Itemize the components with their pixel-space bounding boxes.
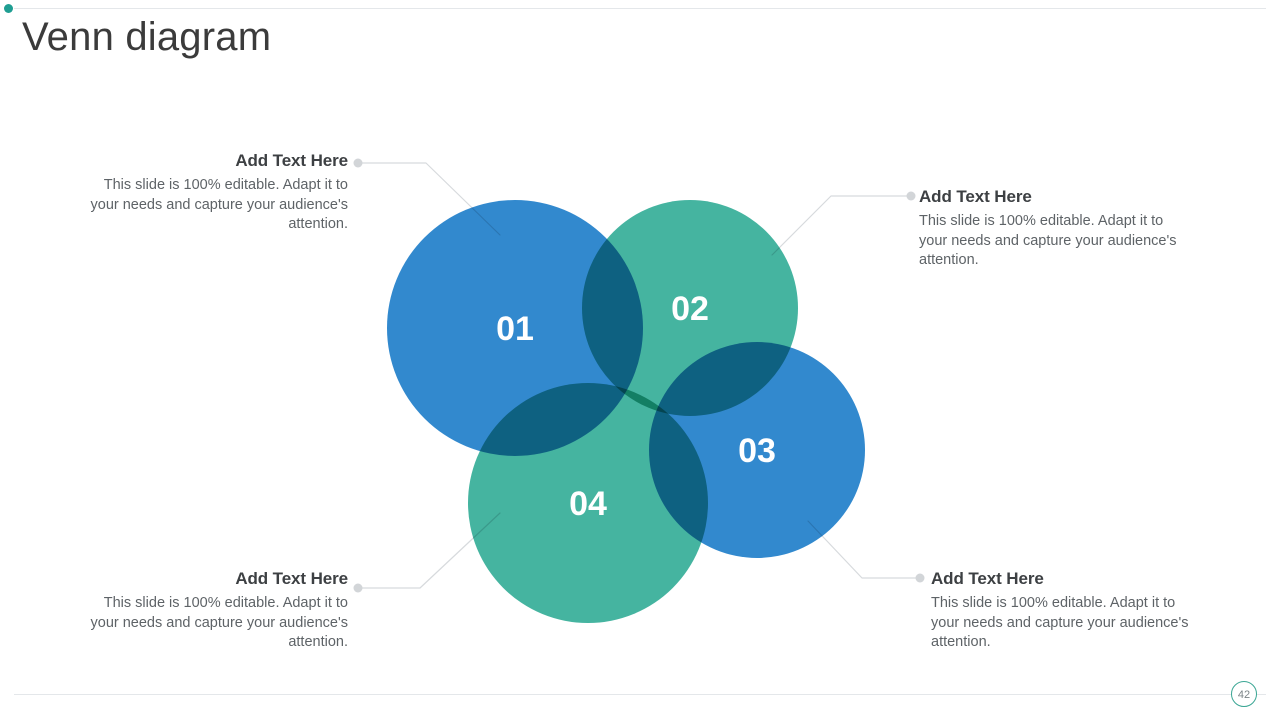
page-title: Venn diagram — [22, 15, 272, 59]
venn-circle-04[interactable] — [468, 383, 708, 623]
connector-dot-bottom-right — [915, 573, 925, 583]
accent-dot-icon — [4, 4, 13, 13]
venn-label-04: 04 — [569, 485, 607, 523]
callout-title: Add Text Here — [235, 569, 348, 588]
page-number-badge: 42 — [1231, 681, 1257, 707]
venn-circle-group — [387, 200, 865, 623]
callout-title: Add Text Here — [919, 187, 1032, 206]
connector-dot-top-left — [353, 158, 363, 168]
connector-line-top-right — [771, 195, 912, 256]
venn-label-02: 02 — [671, 290, 709, 328]
callout-title: Add Text Here — [235, 151, 348, 170]
connector-dot-top-right — [906, 191, 916, 201]
venn-labels: 01 02 03 04 — [496, 290, 776, 523]
callout-top-left[interactable]: Add Text Here This slide is 100% editabl… — [78, 150, 349, 235]
callout-top-right[interactable]: Add Text Here This slide is 100% editabl… — [919, 186, 1189, 271]
venn-label-01: 01 — [496, 310, 534, 348]
connector-dot-bottom-left — [353, 583, 363, 593]
venn-label-03: 03 — [738, 432, 776, 470]
callout-title: Add Text Here — [931, 569, 1044, 588]
bottom-divider — [14, 694, 1266, 695]
callout-body: This slide is 100% editable. Adapt it to… — [90, 595, 349, 650]
callout-bottom-right[interactable]: Add Text Here This slide is 100% editabl… — [931, 568, 1201, 653]
connector-line-bottom-right — [807, 520, 921, 579]
connector-dots — [353, 158, 925, 593]
callout-body: This slide is 100% editable. Adapt it to… — [919, 213, 1177, 268]
callout-body: This slide is 100% editable. Adapt it to… — [931, 595, 1189, 650]
callout-body: This slide is 100% editable. Adapt it to… — [90, 177, 349, 232]
top-divider — [14, 8, 1266, 9]
callout-bottom-left[interactable]: Add Text Here This slide is 100% editabl… — [78, 568, 349, 653]
